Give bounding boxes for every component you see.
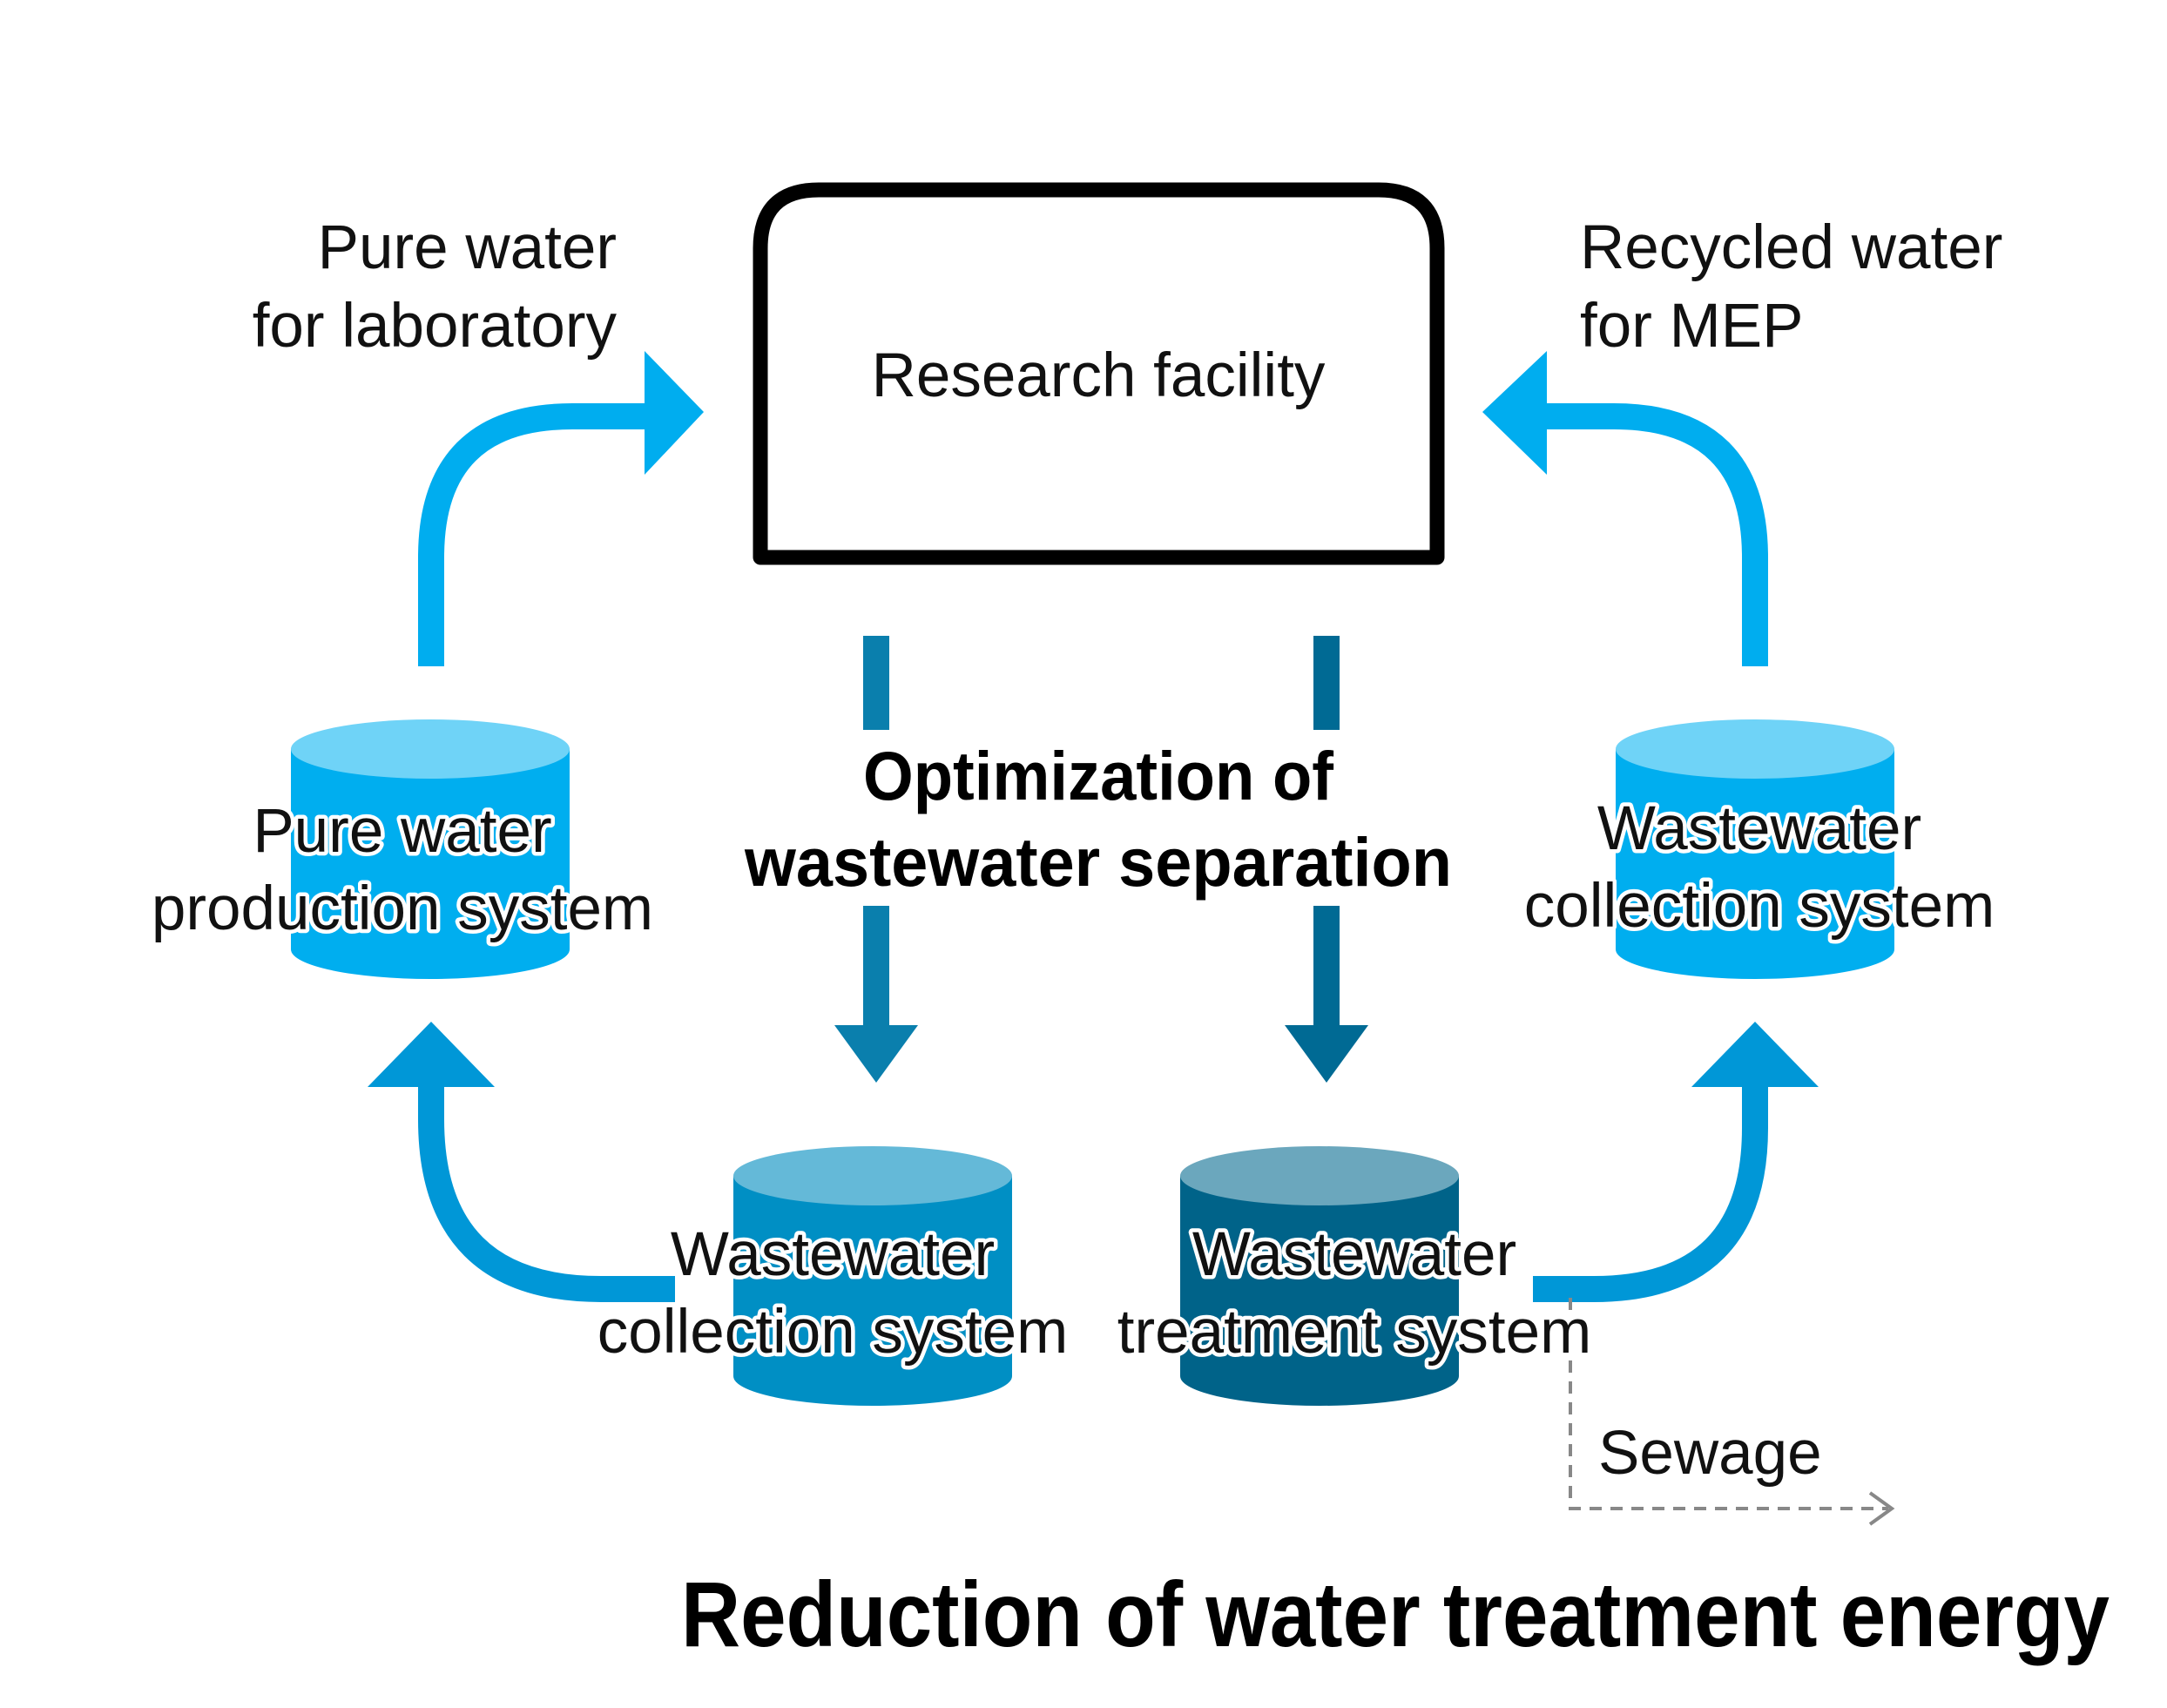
research-facility-node: Research facility — [753, 182, 1445, 565]
wastewater-collection-left-label: Wastewater collection system — [593, 1217, 1072, 1371]
wastewater-treatment-label: Wastewater treatment system — [1113, 1217, 1596, 1371]
treatment-to-collection-arrow — [1533, 1022, 1819, 1302]
recycled-water-for-mep-label: Recycled water for MEP — [1580, 213, 2002, 361]
pure-water-for-laboratory-line1: Pure water — [318, 213, 617, 282]
wastewater-collection-right-line1: Wastewater — [1597, 794, 1921, 863]
wastewater-collection-tank-left-body — [733, 1176, 1012, 1406]
treatment-to-collection-arrow-shaft — [1533, 1078, 1768, 1302]
pure-water-production-tank — [291, 719, 570, 979]
sewage-label: Sewage — [1598, 1419, 1822, 1488]
recycled-water-supply-arrow — [1482, 351, 1768, 666]
collection-to-pure-production-arrowhead — [368, 1022, 495, 1087]
pure-water-production-line1: Pure water — [253, 797, 551, 866]
pure-water-production-tank-top — [291, 719, 570, 779]
recycled-water-supply-arrow-shaft — [1540, 403, 1768, 666]
pure-water-for-laboratory-label: Pure water for laboratory — [253, 213, 618, 361]
pure-water-supply-arrowhead — [645, 351, 704, 475]
wastewater-collection-right-label: Wastewater collection system — [1520, 791, 1999, 945]
pure-water-production-line2: production system — [152, 874, 653, 943]
research-facility-label: Research facility — [872, 341, 1326, 410]
pure-water-supply-arrow-shaft — [418, 403, 646, 666]
wastewater-collection-left-line1: Wastewater — [671, 1220, 995, 1289]
optimization-line2: wastewater separation — [744, 823, 1452, 901]
wastewater-treatment-tank-body — [1180, 1176, 1459, 1406]
wastewater-collection-tank-left — [733, 1146, 1012, 1406]
optimization-label-backing — [858, 730, 1346, 824]
sewage-label-backing — [1587, 1407, 1874, 1489]
collection-to-pure-production-arrow — [368, 1022, 675, 1302]
wastewater-collection-left-line2: collection system — [597, 1298, 1069, 1367]
pure-water-production-tank-body — [291, 749, 570, 979]
pure-water-production-label: Pure water production system — [147, 793, 657, 948]
optimization-label: Optimization of wastewater separation — [744, 730, 1452, 906]
sewage-outflow-arrowhead — [1868, 1491, 1895, 1526]
wastewater-treatment-line2: treatment system — [1117, 1298, 1592, 1367]
research-facility-box — [753, 182, 1445, 565]
sewage-outflow-line — [1569, 1298, 1888, 1510]
recycled-water-supply-arrowhead — [1482, 351, 1547, 475]
separation-arrow-left-head — [834, 1025, 918, 1083]
optimization-line1: Optimization of — [863, 737, 1334, 814]
recycled-water-for-mep-line2: for MEP — [1580, 292, 1803, 361]
footer-title: Reduction of water treatment energy — [681, 1563, 2110, 1666]
wastewater-treatment-tank — [1180, 1146, 1459, 1406]
optimization-label-backing-2 — [745, 819, 1450, 906]
treatment-to-collection-arrowhead — [1691, 1022, 1819, 1087]
wastewater-treatment-tank-top — [1180, 1146, 1459, 1205]
pure-water-for-laboratory-line2: for laboratory — [253, 292, 618, 361]
collection-to-pure-production-arrow-shaft — [418, 1078, 675, 1302]
sewage-outflow-arrow — [1569, 1298, 1895, 1526]
separation-arrow-right-head — [1285, 1025, 1368, 1083]
wastewater-collection-right-line2: collection system — [1524, 872, 1995, 941]
wastewater-collection-tank-right-body — [1616, 749, 1894, 979]
wastewater-collection-tank-right-top — [1616, 719, 1894, 779]
wastewater-treatment-line1: Wastewater — [1192, 1220, 1516, 1289]
pure-water-supply-arrow — [418, 351, 704, 666]
recycled-water-for-mep-line1: Recycled water — [1580, 213, 2002, 282]
wastewater-collection-tank-right — [1616, 719, 1894, 979]
wastewater-collection-tank-left-top — [733, 1146, 1012, 1205]
